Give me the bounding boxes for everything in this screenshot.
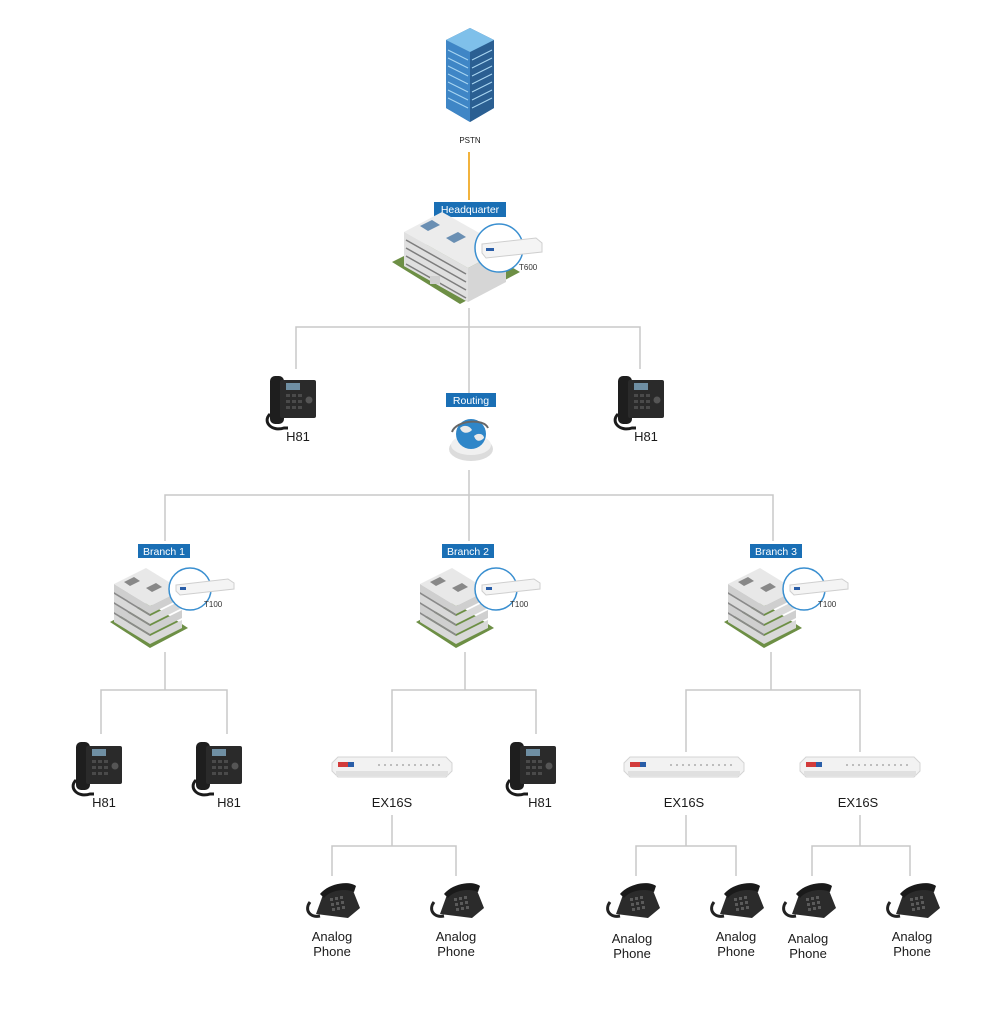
branch-2-analog-a: Analog Phone bbox=[306, 881, 362, 959]
branch1-children-line bbox=[100, 689, 228, 734]
branch-3-analog-a: Analog Phone bbox=[606, 881, 662, 961]
branch-1-phone-a: H81 bbox=[71, 740, 124, 810]
svg-text:Routing: Routing bbox=[453, 395, 489, 407]
branch3-children-line bbox=[685, 689, 861, 752]
analog-label-line2: Phone bbox=[313, 944, 351, 959]
branch-1-phone-b-label: H81 bbox=[217, 795, 241, 810]
branch-1-tag: Branch 1 bbox=[138, 544, 190, 558]
ip-phone-icon bbox=[191, 740, 244, 797]
branch-3-ex16s-a-label: EX16S bbox=[664, 795, 705, 810]
ex16s-a-analog-line bbox=[331, 845, 457, 876]
analog-label-line2: Phone bbox=[893, 944, 931, 959]
branch-2-analog-b: Analog Phone bbox=[430, 881, 486, 959]
hq-phone-right-label: H81 bbox=[634, 429, 658, 444]
branch-3-ex16s-a: EX16S bbox=[623, 756, 745, 810]
branch2-children-line bbox=[391, 689, 537, 752]
branch-2-node: Branch 2 T100 bbox=[416, 544, 541, 648]
hq-phones-line bbox=[295, 326, 641, 369]
branch-3-tag: Branch 3 bbox=[750, 544, 802, 558]
branch-2-device-label: T100 bbox=[510, 600, 529, 609]
analog-label-line1: Analog bbox=[716, 929, 756, 944]
hq-phone-left: H81 bbox=[265, 374, 318, 444]
analog-phone-icon bbox=[430, 881, 486, 920]
analog-phone-icon bbox=[306, 881, 362, 920]
routing-tag: Routing bbox=[446, 393, 496, 407]
branch-3-ex16s-b-label: EX16S bbox=[838, 795, 879, 810]
skyscraper-icon bbox=[446, 28, 494, 122]
branch-1-phone-b: H81 bbox=[191, 740, 244, 810]
branch-2-ex16s: EX16S bbox=[331, 756, 453, 810]
branch-2-tag: Branch 2 bbox=[442, 544, 494, 558]
globe-icon bbox=[449, 419, 493, 461]
branch-1-phone-a-label: H81 bbox=[92, 795, 116, 810]
analog-phone-icon bbox=[782, 881, 838, 920]
analog-phone-icon bbox=[710, 881, 766, 920]
branch-3-ex16s-b: EX16S bbox=[799, 756, 921, 810]
analog-label-line2: Phone bbox=[717, 944, 755, 959]
t600-router-icon bbox=[474, 223, 543, 273]
hq-phone-left-label: H81 bbox=[286, 429, 310, 444]
branch-2-phone-label: H81 bbox=[528, 795, 552, 810]
hq-phone-right: H81 bbox=[613, 374, 666, 444]
branch-3-analog-b: Analog Phone bbox=[710, 881, 766, 959]
ex16s-gateway-icon bbox=[799, 756, 921, 778]
branch-3-device-label: T100 bbox=[818, 600, 837, 609]
branch-1-device-label: T100 bbox=[204, 600, 223, 609]
svg-text:Headquarter: Headquarter bbox=[441, 204, 500, 216]
analog-label-line2: Phone bbox=[437, 944, 475, 959]
analog-label-line2: Phone bbox=[789, 946, 827, 961]
ex16s-b-analog-line bbox=[635, 845, 737, 876]
branch-3-node: Branch 3 T100 bbox=[724, 544, 849, 648]
headquarter-node: Headquarter T600 bbox=[392, 202, 543, 304]
t100-router-icon bbox=[474, 567, 541, 611]
analog-phone-icon bbox=[886, 881, 942, 920]
analog-label-line1: Analog bbox=[312, 929, 352, 944]
analog-label-line1: Analog bbox=[788, 931, 828, 946]
svg-text:Branch 1: Branch 1 bbox=[143, 546, 185, 558]
pstn-node: PSTN bbox=[446, 28, 494, 145]
ip-phone-icon bbox=[265, 374, 318, 431]
analog-phone-icon bbox=[606, 881, 662, 920]
branch-1-node: Branch 1 T100 bbox=[110, 544, 235, 648]
connector-lines bbox=[100, 152, 911, 876]
ex16s-c-analog-line bbox=[811, 845, 911, 876]
t100-router-icon bbox=[168, 567, 235, 611]
branch-3-analog-c: Analog Phone bbox=[782, 881, 838, 961]
branch-2-ex16s-label: EX16S bbox=[372, 795, 413, 810]
branch-2-phone: H81 bbox=[505, 740, 558, 810]
headquarter-tag: Headquarter bbox=[434, 202, 506, 217]
t600-label: T600 bbox=[519, 263, 538, 272]
pstn-label: PSTN bbox=[459, 136, 481, 145]
ex16s-gateway-icon bbox=[331, 756, 453, 778]
branch-3-analog-d: Analog Phone bbox=[886, 881, 942, 959]
svg-text:Branch 2: Branch 2 bbox=[447, 546, 489, 558]
analog-label-line1: Analog bbox=[436, 929, 476, 944]
t100-router-icon bbox=[782, 567, 849, 611]
analog-label-line1: Analog bbox=[612, 931, 652, 946]
analog-label-line2: Phone bbox=[613, 946, 651, 961]
ex16s-gateway-icon bbox=[623, 756, 745, 778]
ip-phone-icon bbox=[71, 740, 124, 797]
routing-node: Routing bbox=[446, 393, 496, 461]
ip-phone-icon bbox=[505, 740, 558, 797]
svg-text:Branch 3: Branch 3 bbox=[755, 546, 797, 558]
analog-label-line1: Analog bbox=[892, 929, 932, 944]
ip-phone-icon bbox=[613, 374, 666, 431]
